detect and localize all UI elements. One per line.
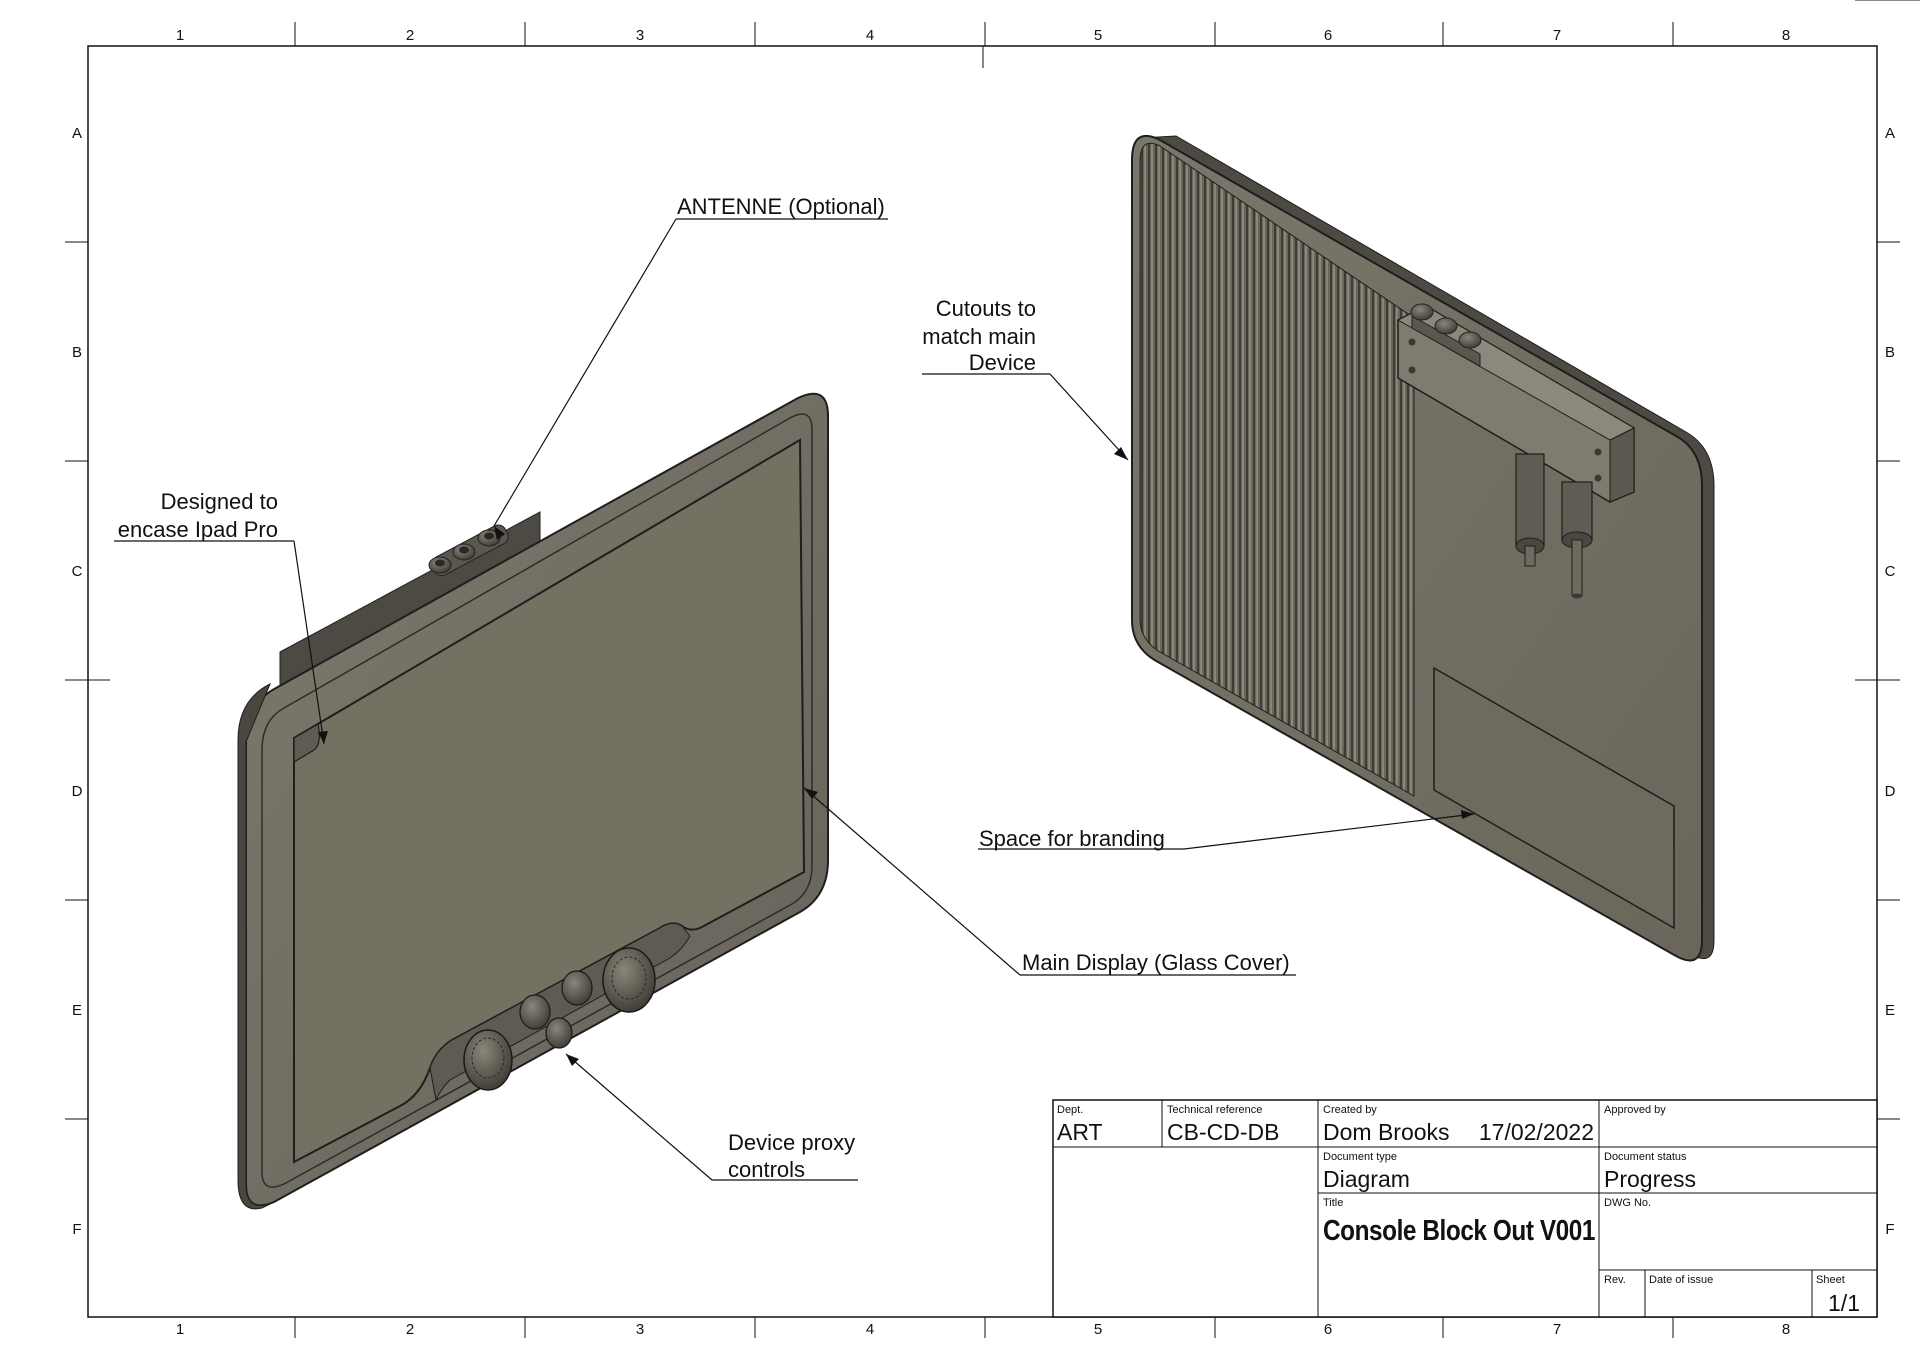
grid-col-8-top: 8: [1782, 27, 1790, 44]
grid-row-e-left: E: [72, 1002, 82, 1019]
tb-doctype-value: Diagram: [1323, 1166, 1410, 1192]
antenna-ports: [428, 524, 509, 577]
title-block: Dept. ART Technical reference CB-CD-DB C…: [1052, 1099, 1878, 1318]
tb-techref-value: CB-CD-DB: [1167, 1119, 1279, 1145]
grid-col-1-top: 1: [176, 27, 184, 44]
annotation-cutouts-line1: Cutouts to: [936, 296, 1036, 321]
grid-col-3-bottom: 3: [636, 1321, 644, 1338]
branding-area: [1433, 666, 1675, 930]
annotation-controls-line2: controls: [728, 1157, 805, 1182]
tb-dwg-label: DWG No.: [1604, 1197, 1651, 1209]
tb-approved-label: Approved by: [1604, 1104, 1666, 1116]
tb-created-value: Dom Brooks: [1323, 1119, 1450, 1145]
grid-col-8-bottom: 8: [1782, 1321, 1790, 1338]
console-back-view: [1131, 135, 1715, 962]
grid-col-6-top: 6: [1324, 27, 1332, 44]
tb-created-date: 17/02/2022: [1479, 1119, 1594, 1145]
tb-docstatus-value: Progress: [1604, 1166, 1696, 1192]
grid-row-b-right: B: [1885, 344, 1895, 361]
grid-col-2-top: 2: [406, 27, 414, 44]
tb-title-label: Title: [1323, 1197, 1343, 1209]
grid-row-c-right: C: [1885, 563, 1896, 580]
tb-dept-label: Dept.: [1057, 1104, 1083, 1116]
grid-row-e-right: E: [1885, 1002, 1895, 1019]
knob-large-right: [602, 947, 656, 1013]
grid-row-b-left: B: [72, 344, 82, 361]
grid-col-5-top: 5: [1094, 27, 1102, 44]
grid-col-1-bottom: 1: [176, 1321, 184, 1338]
tb-date-issue-label: Date of issue: [1649, 1274, 1713, 1286]
tb-docstatus-label: Document status: [1604, 1151, 1687, 1163]
knob-small-3: [561, 970, 593, 1006]
control-knobs: [463, 947, 656, 1091]
grid-row-c-left: C: [72, 563, 83, 580]
tb-dept-value: ART: [1057, 1119, 1103, 1145]
tb-created-label: Created by: [1323, 1104, 1377, 1116]
tb-techref-label: Technical reference: [1167, 1104, 1262, 1116]
tb-doctype-label: Document type: [1323, 1151, 1397, 1163]
annotation-controls-line1: Device proxy: [728, 1130, 855, 1155]
annotation-antenna: ANTENNE (Optional): [677, 194, 885, 219]
knob-large-left: [463, 1029, 513, 1091]
grid-col-3-top: 3: [636, 27, 644, 44]
grid-col-4-bottom: 4: [866, 1321, 874, 1338]
annotation-designed-line1: Designed to: [161, 489, 278, 514]
console-front-view: [237, 392, 829, 1210]
annotation-cutouts-line3: Device: [969, 350, 1036, 375]
knob-small-2: [545, 1017, 573, 1049]
grid-row-d-right: D: [1885, 783, 1896, 800]
tb-sheet-value: 1/1: [1828, 1290, 1860, 1316]
grid-row-a-left: A: [72, 125, 82, 142]
grid-row-f-right: F: [1885, 1221, 1894, 1238]
tb-rev-label: Rev.: [1604, 1274, 1626, 1286]
leader-arrowheads: [318, 447, 1474, 1066]
grid-col-4-top: 4: [866, 27, 874, 44]
annotation-cutouts-line2: match main: [922, 324, 1036, 349]
annotation-branding: Space for branding: [979, 826, 1165, 851]
grid-row-a-right: A: [1885, 125, 1895, 142]
grid-col-6-bottom: 6: [1324, 1321, 1332, 1338]
knob-small-1: [519, 994, 551, 1030]
grid-col-2-bottom: 2: [406, 1321, 414, 1338]
grid-col-7-top: 7: [1553, 27, 1561, 44]
rear-mount-bracket: [1396, 303, 1636, 599]
leader-lines: [114, 218, 1475, 1181]
annotation-designed-line2: encase Ipad Pro: [118, 517, 278, 542]
grid-row-f-left: F: [72, 1221, 81, 1238]
grid-row-d-left: D: [72, 783, 83, 800]
grid-col-7-bottom: 7: [1553, 1321, 1561, 1338]
annotation-main-display: Main Display (Glass Cover): [1022, 950, 1290, 975]
tb-title-value: Console Block Out V001: [1323, 1215, 1595, 1247]
tb-sheet-label: Sheet: [1816, 1274, 1845, 1286]
drawing-frame: 1 2 3 4 5 6 7 8 1 2 3 4 5 6 7 8 A B C D …: [65, 0, 1920, 1338]
grid-col-5-bottom: 5: [1094, 1321, 1102, 1338]
